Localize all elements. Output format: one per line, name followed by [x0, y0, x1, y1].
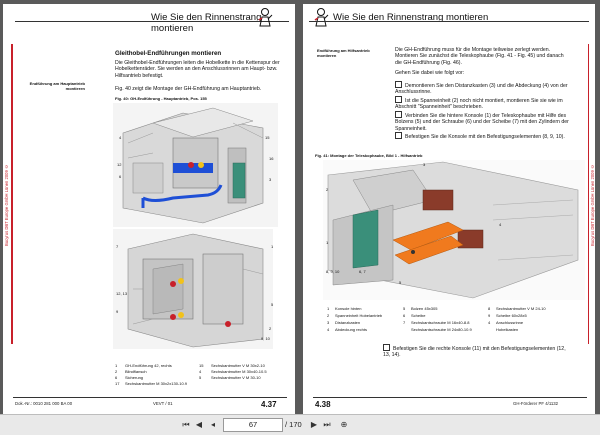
footer-version: VEVT / 01 [153, 401, 173, 406]
figure-reference: Fig. 40 zeigt die Montage der GH-Endführ… [115, 86, 262, 92]
previous-page-button[interactable]: ◀ [195, 420, 203, 429]
intro-paragraph: Die Gleithobel-Endführungen leiten die H… [115, 60, 280, 79]
page-number: 4.37 [261, 400, 277, 409]
callout-5: 5 [399, 280, 402, 285]
page-number: 4.38 [315, 400, 331, 409]
page-footer: 4.38 GH-Förderer PF 4/1132 [303, 395, 595, 415]
header-title: Wie Sie den Rinnenstrang montieren [151, 12, 262, 34]
callout-9-10: 9, 10 [261, 336, 270, 341]
step-item: Demontieren Sie den Distanzkasten (3) un… [395, 81, 568, 96]
callout-8-9-10: 8, 9, 10 [326, 269, 340, 274]
margin-note: Endführung am Hilfsantrieb montieren [317, 48, 370, 58]
page-header: Wie Sie den Rinnenstrang montieren [3, 4, 295, 34]
footer-doc-number: Dok.-Nr.: 0010 281 000 BA 00 [15, 401, 73, 406]
callout-2: 2 [326, 187, 329, 192]
page-number-input[interactable]: 67 [223, 418, 283, 432]
callout-2: 2 [269, 326, 272, 331]
intro-paragraph: Die GH-Endführung muss für die Montage t… [395, 47, 564, 66]
header-title: Wie Sie den Rinnenstrang montieren [333, 12, 489, 23]
figure-41-illustration [323, 160, 585, 300]
callout-3: 3 [269, 177, 272, 182]
step-intro: Gehen Sie dabei wie folgt vor: [395, 70, 465, 76]
figure-40-bottom-illustration [113, 229, 273, 349]
figure-caption: Fig. 41: Montage der Teleskophaube, Bild… [315, 153, 423, 158]
checkbox-icon [395, 81, 402, 88]
copyright-side-mark: Bucyrus DBT Europe GmbH Lünen 2009 © [4, 164, 9, 246]
last-page-button[interactable]: ⏭ [323, 420, 331, 429]
step-item: Befestigen Sie die Konsole mit den Befes… [395, 132, 570, 140]
final-step: Befestigen Sie die rechte Konsole (11) m… [383, 344, 566, 359]
miner-logo-icon [314, 8, 329, 27]
callout-6-7: 6, 7 [359, 269, 366, 274]
document-page-right: Wie Sie den Rinnenstrang montieren Bucyr… [303, 4, 595, 415]
checkbox-icon [395, 96, 402, 103]
margin-note: Endführung am Hauptantrieb montieren [29, 81, 85, 91]
callout-7: 7 [116, 244, 119, 249]
callout-9: 9 [116, 309, 119, 314]
figure-caption: Fig. 40: GH-Endführung - Hauptantrieb, P… [115, 96, 207, 101]
checkbox-icon [383, 344, 390, 351]
page-nav-icon[interactable]: ◂ [210, 420, 215, 429]
viewer-toolbar: ⏮ ◀ ◂ 67 / 170 ▶ ⏭ ⊕ [0, 414, 600, 435]
section-heading: Gleithobel-Endführungen montieren [115, 50, 222, 57]
callout-5: 5 [271, 302, 274, 307]
callout-3: 3 [423, 162, 426, 167]
callout-12: 12 [117, 162, 122, 167]
page-header: Wie Sie den Rinnenstrang montieren [303, 4, 595, 30]
callout-12-13: 12, 13 [116, 291, 128, 296]
step-item: Verbinden Sie die hintere Konsole (1) de… [395, 111, 569, 132]
zoom-icon[interactable]: ⊕ [340, 420, 348, 429]
callout-1: 1 [326, 240, 329, 245]
next-page-button[interactable]: ▶ [310, 420, 318, 429]
checkbox-icon [395, 132, 402, 139]
copyright-side-mark: Bucyrus DBT Europe GmbH Lünen 2009 © [590, 164, 595, 246]
total-pages-label: / 170 [285, 420, 302, 429]
document-page-left: Wie Sie den Rinnenstrang montieren Bucyr… [3, 4, 295, 415]
page-footer: Dok.-Nr.: 0010 281 000 BA 00 VEVT / 01 4… [3, 395, 295, 415]
footer-doc-number: GH-Förderer PF 4/1132 [513, 401, 559, 406]
figure-40-top-illustration [113, 103, 278, 227]
callout-4: 4 [119, 135, 122, 140]
first-page-button[interactable]: ⏮ [182, 420, 190, 429]
callout-6: 6 [119, 174, 122, 179]
checkbox-icon [395, 111, 402, 118]
step-item: Ist die Spanneinheit (2) noch nicht mont… [395, 96, 563, 111]
callout-16: 16 [269, 156, 274, 161]
callout-1: 1 [271, 244, 274, 249]
callout-4: 4 [499, 222, 502, 227]
callout-15: 15 [265, 135, 270, 140]
miner-logo-icon [258, 8, 273, 27]
